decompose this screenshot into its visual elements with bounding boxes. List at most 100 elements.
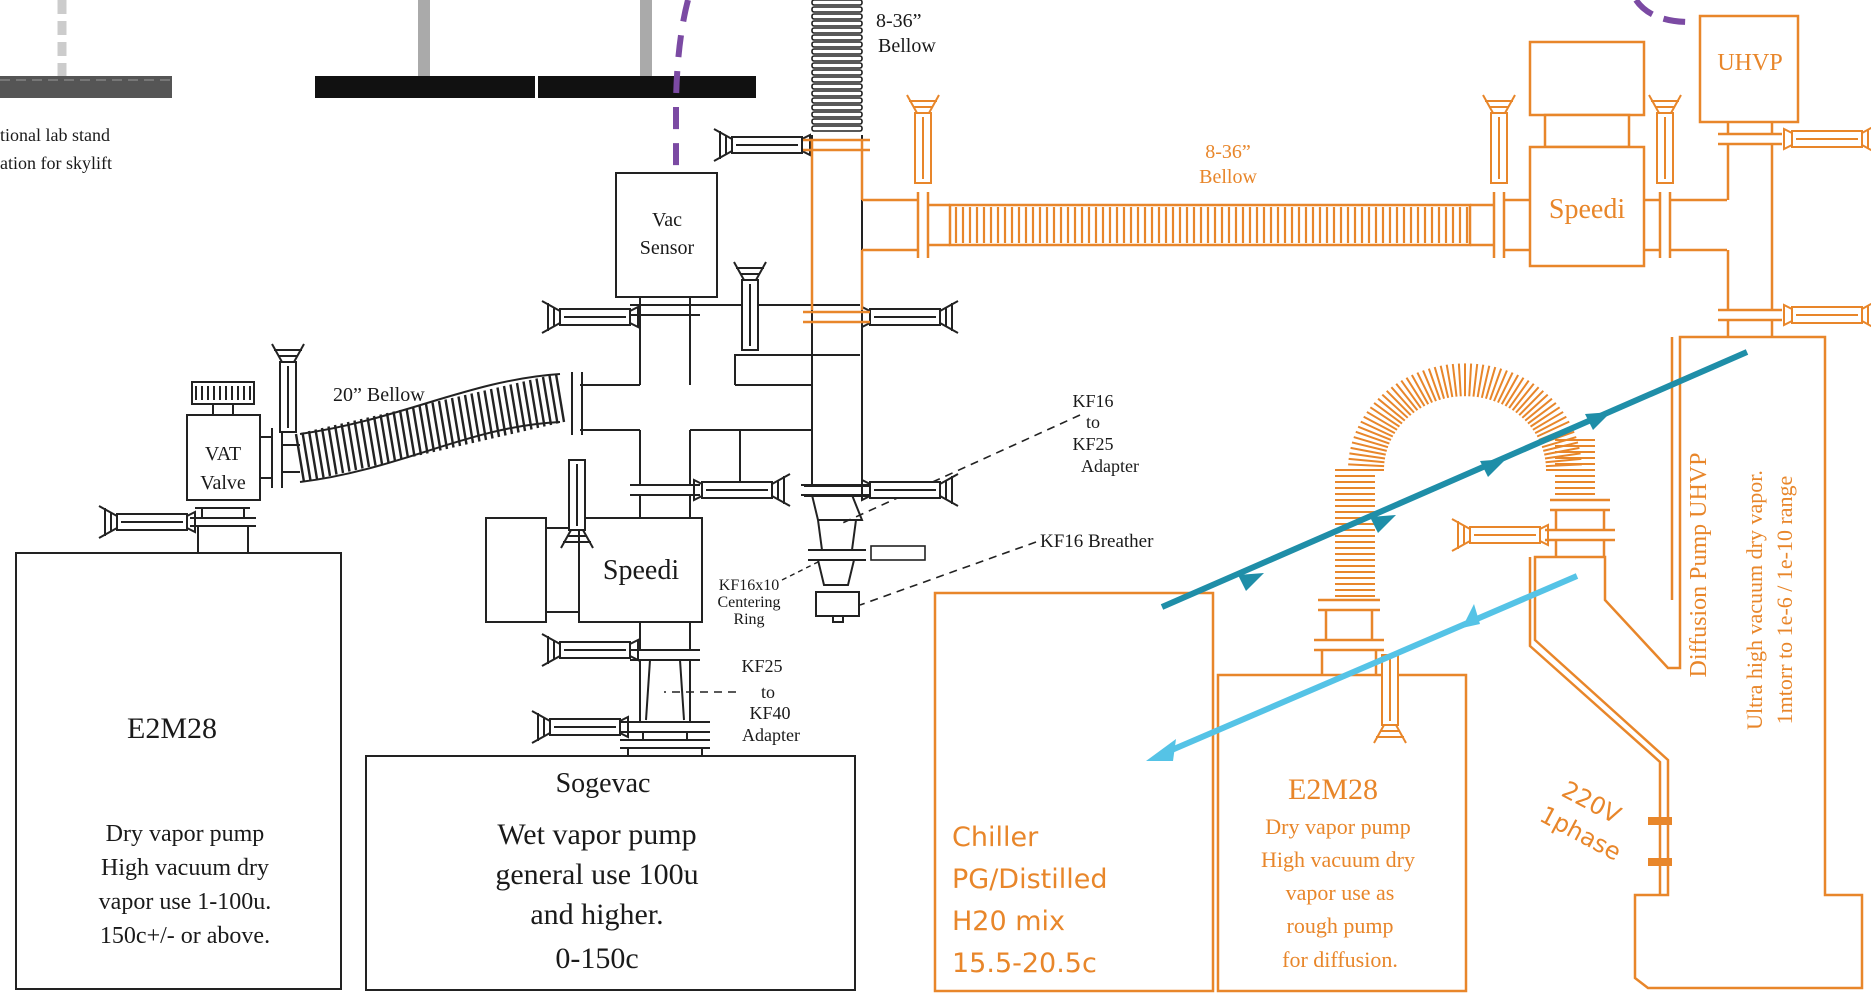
e2m28-left-line-2: High vacuum dry	[101, 855, 269, 881]
clamp	[98, 505, 196, 539]
sogevac-line-2: general use 100u	[495, 858, 698, 891]
bellow-segment	[476, 391, 488, 441]
clamp	[541, 300, 639, 334]
clamp	[271, 343, 305, 433]
clamp	[1783, 126, 1871, 152]
bellow-segment	[811, 76, 863, 83]
bellow-segment	[1521, 393, 1549, 419]
bellow-segment	[418, 405, 429, 454]
bellow-segment	[1536, 420, 1570, 438]
centering-ring-leader	[781, 561, 819, 581]
bellow-segment	[496, 387, 507, 436]
e2m28-right-line-1: Dry vapor pump	[1265, 814, 1410, 839]
bellow-segment	[548, 375, 559, 424]
bellow-top-label-1: 8-36”	[876, 10, 922, 32]
bellow-segment	[811, 34, 863, 41]
bellow-segment	[353, 420, 364, 469]
bellow-segment	[811, 62, 863, 69]
purple-dashed-line-left	[673, 0, 691, 170]
bellow-segment	[1422, 370, 1437, 402]
kf16-kf25-leader	[837, 414, 1081, 526]
e2m28-right-line-5: for diffusion.	[1282, 947, 1398, 972]
u-bellow-left-port	[1314, 598, 1384, 675]
bellow-segment	[811, 0, 863, 6]
vat-valve-label-2: Valve	[200, 472, 246, 494]
breather-body	[815, 591, 860, 617]
bellow-segment	[1451, 363, 1458, 397]
bellow-segment	[811, 41, 863, 48]
sogevac-top-flange	[620, 739, 710, 756]
bellow-segment	[327, 426, 338, 475]
bellow-segment	[489, 388, 501, 438]
bellow-segment	[515, 382, 527, 432]
bellow-segment	[1524, 397, 1553, 422]
chiller-unit	[933, 591, 1215, 993]
bellow-segment	[502, 385, 514, 435]
stand-caption-1: tional lab stand	[0, 125, 110, 145]
bellow-segment	[463, 394, 475, 444]
lab-stand-left	[0, 0, 172, 98]
e2m28-right-line-2: High vacuum dry	[1261, 847, 1415, 872]
bellow-segment	[811, 104, 863, 111]
bellow-segment	[535, 378, 546, 427]
orange-bellow-label-1: 8-36”	[1205, 141, 1251, 163]
clamp	[541, 633, 639, 667]
main-tube	[811, 135, 863, 485]
bellow-segment	[1400, 380, 1422, 409]
bellow-segment	[1386, 390, 1412, 416]
vat-side-port	[260, 428, 300, 488]
clamp	[1373, 654, 1407, 744]
bellow-segment	[1390, 386, 1415, 414]
vat-valve-handle-grip	[195, 386, 251, 400]
bellow-segment	[811, 55, 863, 62]
vat-valve-label-1: VAT	[205, 443, 241, 465]
bellow-segment	[1493, 370, 1508, 402]
kf16-breather-leader	[859, 541, 1037, 606]
bellow-segment	[1433, 366, 1445, 399]
bellow-segment	[1468, 363, 1473, 397]
bellow-segment	[314, 429, 325, 478]
orange-left-riser	[810, 140, 864, 310]
bellow-segment	[1355, 430, 1390, 445]
diffusion-pump-body	[1533, 335, 1864, 990]
bellow-segment	[450, 397, 462, 447]
cross-flanges	[630, 484, 873, 496]
bellow-outline	[299, 373, 561, 483]
clamp	[693, 473, 791, 507]
bellow-segment	[811, 48, 863, 55]
clamp	[1783, 302, 1871, 328]
speedi-label-black: Speedi	[603, 555, 679, 586]
bellow-segment	[1411, 374, 1430, 405]
kf25-kf40-label-3: KF40	[749, 703, 790, 723]
speedi-orange-valve	[1528, 145, 1646, 268]
bellow-segment	[554, 373, 566, 423]
clamp	[713, 128, 811, 162]
diffusion-pump-inner	[1528, 337, 1674, 895]
bellow-segment	[811, 69, 863, 76]
bellow-segment	[1544, 452, 1581, 460]
bellow-segment	[811, 125, 863, 132]
bellow-segment	[1472, 363, 1479, 397]
speedi-orange-neck	[1543, 113, 1631, 149]
bellow-segment	[1348, 463, 1385, 468]
vac-sensor-neck	[630, 297, 700, 385]
bellow-segment	[1357, 425, 1392, 441]
power-plug-1	[1648, 817, 1672, 825]
bellow-segment	[509, 384, 520, 433]
bellow-segment	[1427, 368, 1441, 401]
uhvp-unit	[1698, 14, 1800, 124]
bellow-segment	[1445, 364, 1454, 398]
bellow-segment	[1497, 372, 1514, 404]
orange-bellow-horizontal	[948, 203, 1472, 247]
purple-dashed-line-right	[1633, 0, 1691, 25]
chiller-line-4: 15.5-20.5c	[952, 948, 1097, 979]
bellow-segment	[522, 381, 533, 430]
speedi-motor-left	[485, 517, 547, 623]
bellow-segment	[1457, 363, 1462, 397]
bellow-segment	[1545, 457, 1582, 464]
orange-bellow-label-2: Bellow	[1199, 166, 1257, 188]
sogevac-inlet	[645, 659, 685, 721]
e2m28-left-pump	[15, 552, 342, 990]
